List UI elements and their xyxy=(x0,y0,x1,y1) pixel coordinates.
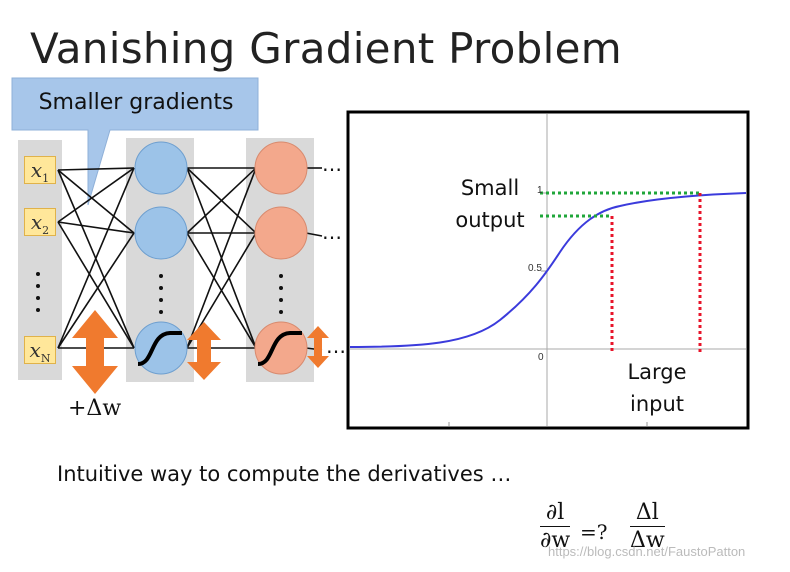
green-guides xyxy=(540,191,700,218)
partial-derivative-fraction: ∂l ∂w xyxy=(540,500,571,553)
arrow-small xyxy=(307,326,329,368)
connections-input-layer1 xyxy=(57,167,135,349)
red-guides xyxy=(610,193,702,352)
callout-bubble xyxy=(11,77,259,206)
delta-fraction: Δl Δw xyxy=(630,500,665,553)
tick-1: 1 xyxy=(537,185,543,196)
large-input-label: Large input xyxy=(627,360,687,416)
sigmoid-curve xyxy=(349,192,747,348)
sigmoid-glyph-2 xyxy=(257,331,302,366)
tick-05: 0.5 xyxy=(528,263,542,274)
layer2-node-2 xyxy=(254,206,308,260)
layer1-node-1 xyxy=(134,141,188,195)
arrow-big xyxy=(72,310,118,394)
layer1-node-2 xyxy=(134,206,188,260)
connections-layer1-layer2 xyxy=(186,167,257,349)
ellipsis-row-1: … xyxy=(322,152,342,176)
delta-w-label: +Δw xyxy=(68,396,122,421)
small-output-label: Small output xyxy=(455,176,525,232)
approx-equals: =? xyxy=(580,520,608,544)
layer-vdots xyxy=(36,272,283,314)
input-xn: xN xyxy=(24,336,56,365)
page-title: Vanishing Gradient Problem xyxy=(30,24,622,73)
caption-text: Intuitive way to compute the derivatives… xyxy=(57,462,512,486)
sigmoid-glyph-1 xyxy=(137,331,182,366)
watermark: https://blog.csdn.net/FaustoPatton xyxy=(548,544,746,559)
delta-num: Δl xyxy=(630,500,665,527)
arrow-medium xyxy=(187,322,221,380)
layer2-node-1 xyxy=(254,141,308,195)
layer2-node-n xyxy=(254,321,308,375)
layer1-node-n xyxy=(134,321,188,375)
input-x2: x2 xyxy=(24,208,56,237)
ellipsis-row-n: … xyxy=(326,334,346,358)
ellipsis-row-2: … xyxy=(322,220,342,244)
partial-den: ∂w xyxy=(540,528,571,553)
tick-0: 0 xyxy=(538,352,544,363)
input-x1: x1 xyxy=(24,156,56,185)
delta-den: Δw xyxy=(630,528,665,553)
callout-label: Smaller gradients xyxy=(38,90,234,115)
partial-num: ∂l xyxy=(540,500,571,527)
